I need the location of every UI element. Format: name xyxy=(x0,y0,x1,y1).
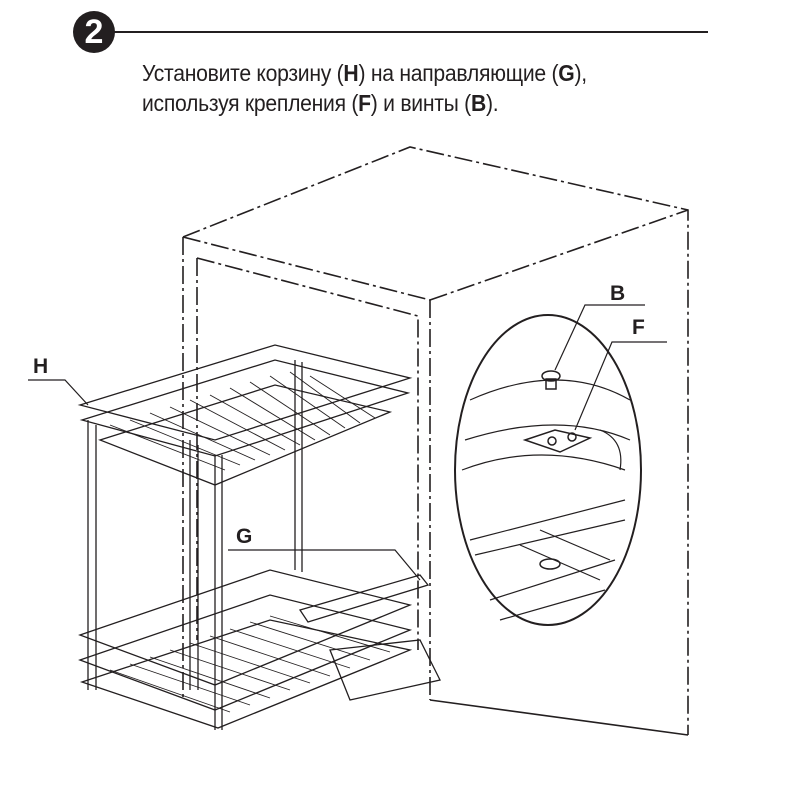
label-g: G xyxy=(236,525,252,548)
part-ref-f: F xyxy=(358,90,371,116)
part-ref-b: B xyxy=(470,90,486,116)
callout-b: B xyxy=(554,282,645,371)
upper-basket xyxy=(77,344,413,486)
basket-posts xyxy=(87,360,303,730)
instruction-text: Установите корзину (H) на направляющие (… xyxy=(142,58,587,118)
text: ), xyxy=(574,60,587,86)
text: используя крепления ( xyxy=(142,90,359,116)
rail-g xyxy=(298,574,441,701)
part-ref-h: H xyxy=(343,60,359,86)
basket-h xyxy=(77,344,441,730)
part-ref-g: G xyxy=(558,60,575,86)
callout-h: H xyxy=(28,355,89,406)
label-f: F xyxy=(632,316,645,339)
step-number-badge: 2 xyxy=(73,11,115,53)
label-b: B xyxy=(610,282,625,305)
instruction-line-2: используя крепления (F) и винты (B). xyxy=(142,88,587,118)
callout-f: F xyxy=(574,316,667,431)
screw-b-detail xyxy=(541,370,561,390)
lower-basket xyxy=(78,569,413,729)
callout-g: G xyxy=(228,525,421,581)
text: ) на направляющие ( xyxy=(358,60,559,86)
detail-magnifier xyxy=(454,314,642,626)
text: Установите корзину ( xyxy=(142,60,344,86)
label-h: H xyxy=(33,355,48,378)
clip-f-detail xyxy=(522,429,593,453)
instruction-line-1: Установите корзину (H) на направляющие (… xyxy=(142,58,587,88)
text: ) и винты ( xyxy=(370,90,471,116)
header-divider xyxy=(112,31,708,33)
text: ). xyxy=(485,90,499,116)
cabinet-outline xyxy=(182,146,689,736)
